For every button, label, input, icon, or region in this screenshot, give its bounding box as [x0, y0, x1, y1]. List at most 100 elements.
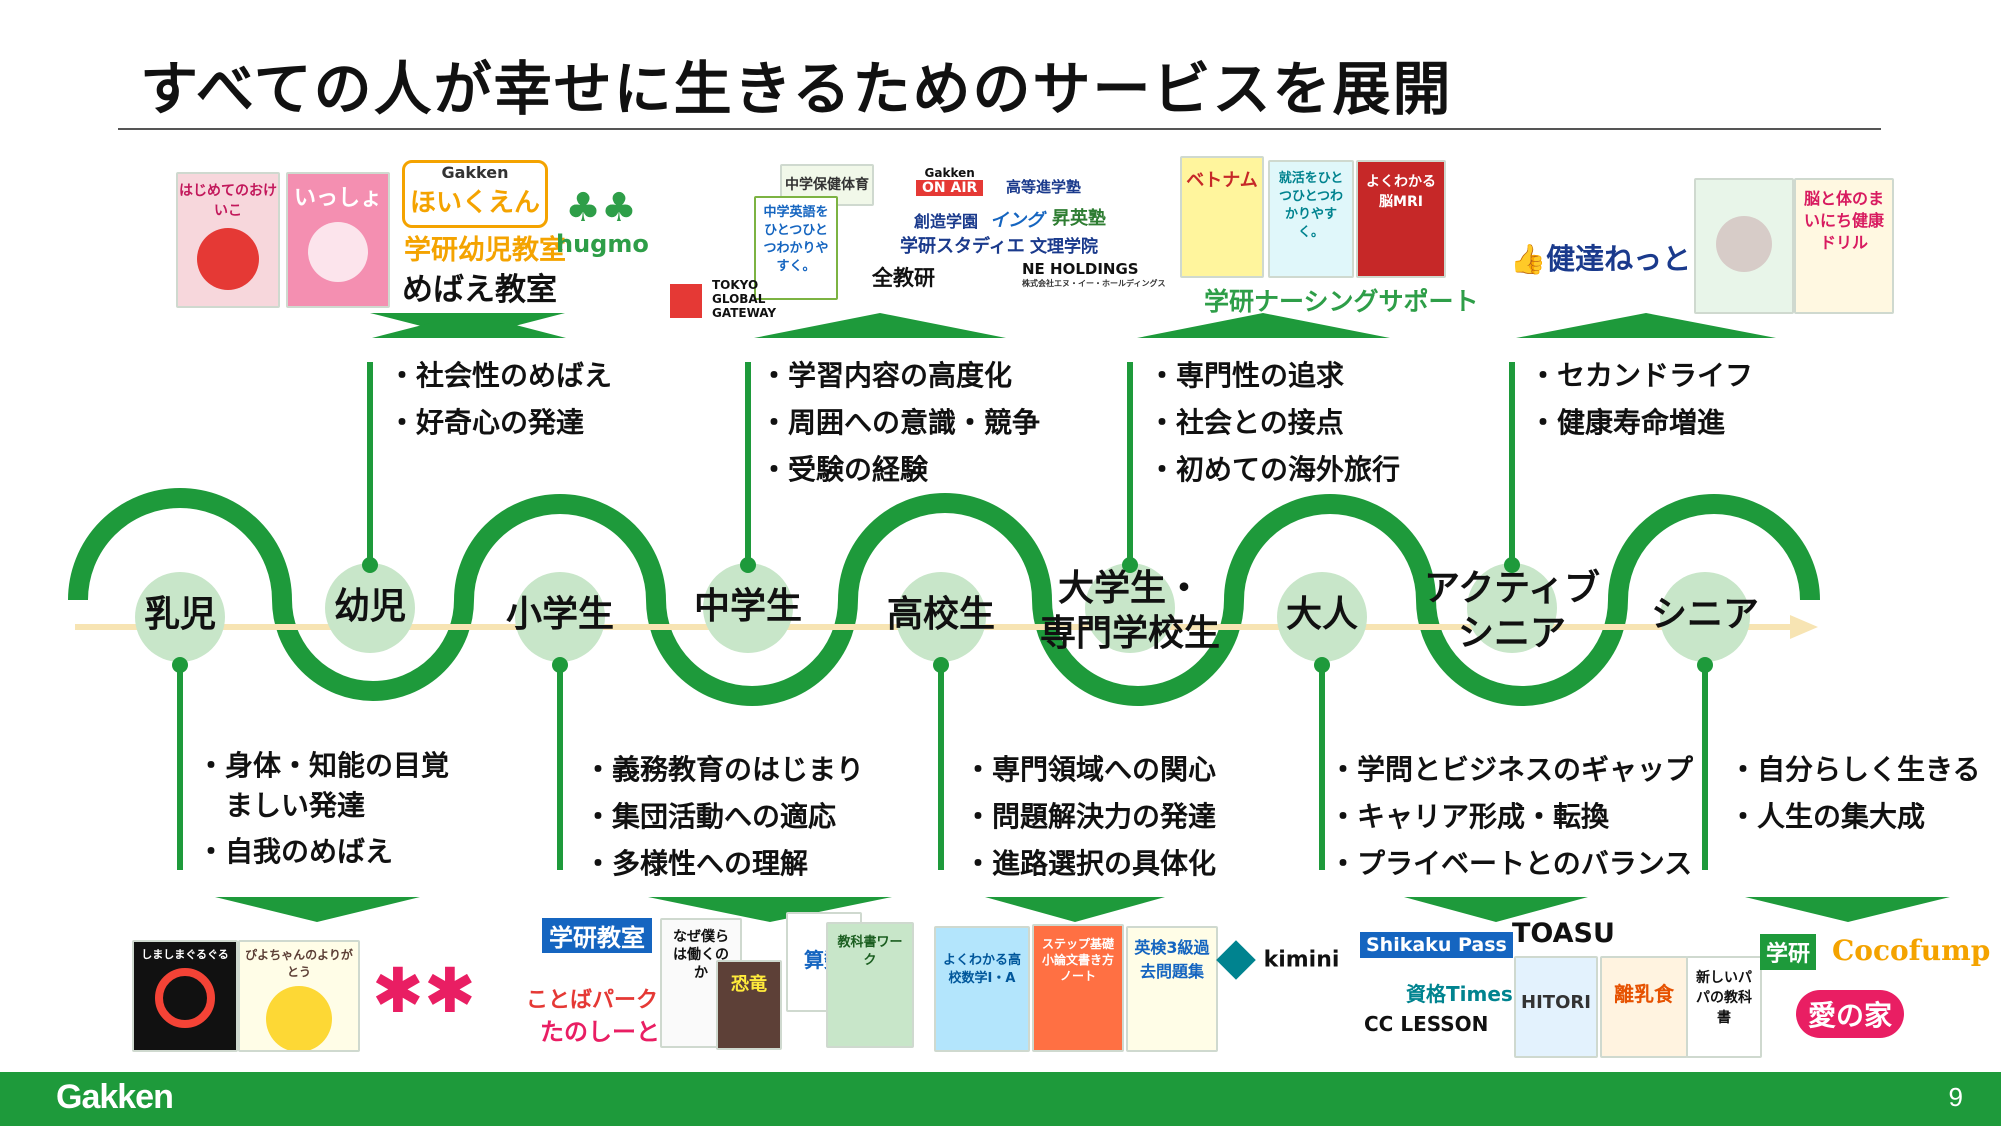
tanoshito-logo: たのしーと	[540, 1018, 660, 1046]
toasu-logo: TOASU	[1512, 918, 1615, 949]
stage-senior: シニア	[1650, 594, 1759, 635]
bracket-triangle	[648, 897, 892, 922]
connector-dot	[552, 657, 568, 673]
book-cover-hitotsu: 中学英語をひとつひとつわかりやすく。	[754, 196, 838, 300]
ai-no-ie-logo: 愛の家	[1796, 990, 1905, 1038]
cc-lesson-logo: CC LESSON	[1364, 1012, 1489, 1036]
bullet-item: 自我のめばえ	[197, 832, 449, 872]
stage-active-senior: アクティブ シニア	[1423, 568, 1601, 654]
bullets-senior: 自分らしく生きる 人生の集大成	[1729, 746, 1980, 840]
kimini-mark-icon	[1216, 940, 1256, 980]
bracket-triangle	[1137, 313, 1390, 338]
bullets-junior-high: 学習内容の高度化 周囲への意識・競争 受験の経験	[760, 352, 1040, 493]
bracket-triangle	[1404, 897, 1588, 922]
page-title: すべての人が幸せに生きるためのサービスを展開	[140, 55, 1453, 123]
stage-university: 大学生・ 専門学校生	[1039, 568, 1220, 654]
bullet-item: キャリア形成・転換	[1329, 793, 1693, 840]
ne-holdings-logo: NE HOLDINGS 株式会社エヌ・イー・ホールディングス	[1022, 260, 1166, 288]
book-cover-eiken: 英検3級過去問題集	[1126, 926, 1218, 1052]
koto-shingakujuku-logo: 高等進学塾	[1006, 178, 1082, 196]
kotoba-park-logo: ことばパーク	[526, 988, 659, 1013]
connector-dot	[172, 657, 188, 673]
bullet-item: セカンドライフ	[1529, 352, 1753, 399]
bullet-item: 学習内容の高度化	[760, 352, 1040, 399]
book-cover-shoronbun: ステップ基礎小論文書き方ノート	[1032, 924, 1124, 1052]
book-cover-kyoryu: 恐竜	[716, 960, 782, 1050]
bullets-toddler: 社会性のめばえ 好奇心の発達	[388, 352, 612, 446]
book-cover-vietnam: ベトナム	[1180, 156, 1264, 278]
bullet-item: 自分らしく生きる	[1729, 746, 1980, 793]
gakken-hoikuen-logo: Gakken ほいくえん	[402, 160, 548, 228]
bullet-item: 専門領域への関心	[964, 746, 1216, 793]
book-cover-issho: いっしょ	[286, 172, 390, 308]
sozo-gakuen-logo: 創造学園	[914, 212, 979, 231]
book-cover-shukatsu: 就活をひとつひとつわかりやすく。	[1268, 160, 1354, 278]
book-cover-hitori: HITORI	[1514, 956, 1598, 1058]
gakken-nursing-support-logo: 学研ナーシングサポート	[1204, 287, 1479, 316]
stage-circle	[703, 563, 793, 653]
bullet-item: 学問とビジネスのギャップ	[1329, 746, 1693, 793]
shikaku-times-logo: 資格Times	[1406, 982, 1513, 1006]
bracket-triangle	[985, 897, 1165, 922]
connector-dot	[933, 657, 949, 673]
connector-dot	[1122, 557, 1138, 573]
stage-adult: 大人	[1285, 594, 1358, 635]
hugmo-logo: ♣♣ hugmo	[556, 185, 649, 258]
stage-elementary: 小学生	[505, 594, 614, 635]
bullet-item: 集団活動への適応	[584, 793, 864, 840]
bullets-adult: 学問とビジネスのギャップ キャリア形成・転換 プライベートとのバランス	[1329, 746, 1693, 887]
book-cover-koko-sugaku: よくわかる高校数学Ⅰ・A	[934, 926, 1030, 1052]
gakken-footer-logo: Gakken	[56, 1078, 174, 1116]
stage-junior-high: 中学生	[693, 586, 802, 627]
book-cover-papa: 新しいパパの教科書	[1686, 956, 1762, 1058]
kimini-logo: kimini	[1216, 940, 1339, 980]
gakken-studie-logo: 学研スタディエ	[900, 236, 1025, 257]
connector-dot	[362, 557, 378, 573]
bullet-item: 社会との接点	[1148, 399, 1400, 446]
block-toy-image: ✱✱	[372, 954, 476, 1027]
wave-path	[68, 488, 1820, 706]
kentatsu-net-logo: 👍健達ねっと	[1510, 242, 1692, 276]
bracket-triangle	[1745, 897, 1950, 922]
bullet-item: 人生の集大成	[1729, 793, 1980, 840]
bullets-infant: 身体・知能の目覚 ましい発達 自我のめばえ	[197, 746, 449, 872]
tgg-mark-icon	[670, 284, 702, 318]
bullet-item: 好奇心の発達	[388, 399, 612, 446]
footer-bar: Gakken 9	[0, 1072, 2001, 1126]
stage-circle	[1467, 563, 1557, 653]
bullets-elementary: 義務教育のはじまり 集団活動への適応 多様性への理解	[584, 746, 864, 887]
bracket-triangle	[1516, 313, 1776, 338]
bullets-high-school: 専門領域への関心 問題解決力の発達 進路選択の具体化	[964, 746, 1216, 887]
bullet-item: 社会性のめばえ	[388, 352, 612, 399]
bullet-item: 多様性への理解	[584, 840, 864, 887]
connector-dot	[1314, 657, 1330, 673]
book-cover-piyochan: ぴよちゃんのよりがとう	[238, 940, 360, 1052]
stage-toddler: 幼児	[333, 586, 406, 627]
bracket-triangle	[215, 897, 420, 922]
title-underline	[118, 128, 1881, 130]
zenkyoken-logo: 全教研	[872, 266, 935, 290]
bullet-item: 身体・知能の目覚	[197, 746, 449, 786]
stage-circle	[1085, 563, 1175, 653]
bullet-item: 専門性の追求	[1148, 352, 1400, 399]
bullet-item-continued: ましい発達	[225, 789, 366, 822]
stage-circle	[1277, 572, 1367, 662]
gakken-yoji-kyoshitsu-logo: 学研幼児教室	[404, 235, 566, 266]
bullet-item: プライベートとのバランス	[1329, 840, 1693, 887]
shoeijuku-logo: 昇英塾	[1052, 208, 1106, 229]
stage-circle	[896, 572, 986, 662]
timeline-arrowhead	[1790, 615, 1818, 639]
book-cover-health-drill: 脳と体のまいにち健康ドリル	[1794, 178, 1894, 314]
bullet-item: 初めての海外旅行	[1148, 446, 1400, 493]
stage-circle	[325, 563, 415, 653]
connector-dot	[1504, 557, 1520, 573]
connector-dot	[1697, 657, 1713, 673]
stage-high-school: 高校生	[886, 594, 995, 635]
gakken-senior-logo: 学研	[1760, 934, 1817, 970]
connector-dot	[740, 557, 756, 573]
cocofump-logo: Cocofump	[1832, 934, 1991, 967]
gakken-kyoshitsu-logo: 学研教室	[542, 918, 652, 953]
book-cover-shimashima: しましまぐるぐる	[132, 940, 238, 1052]
gakken-on-air-logo: Gakken ON AIR	[916, 166, 984, 196]
bullets-active-senior: セカンドライフ 健康寿命増進	[1529, 352, 1753, 446]
